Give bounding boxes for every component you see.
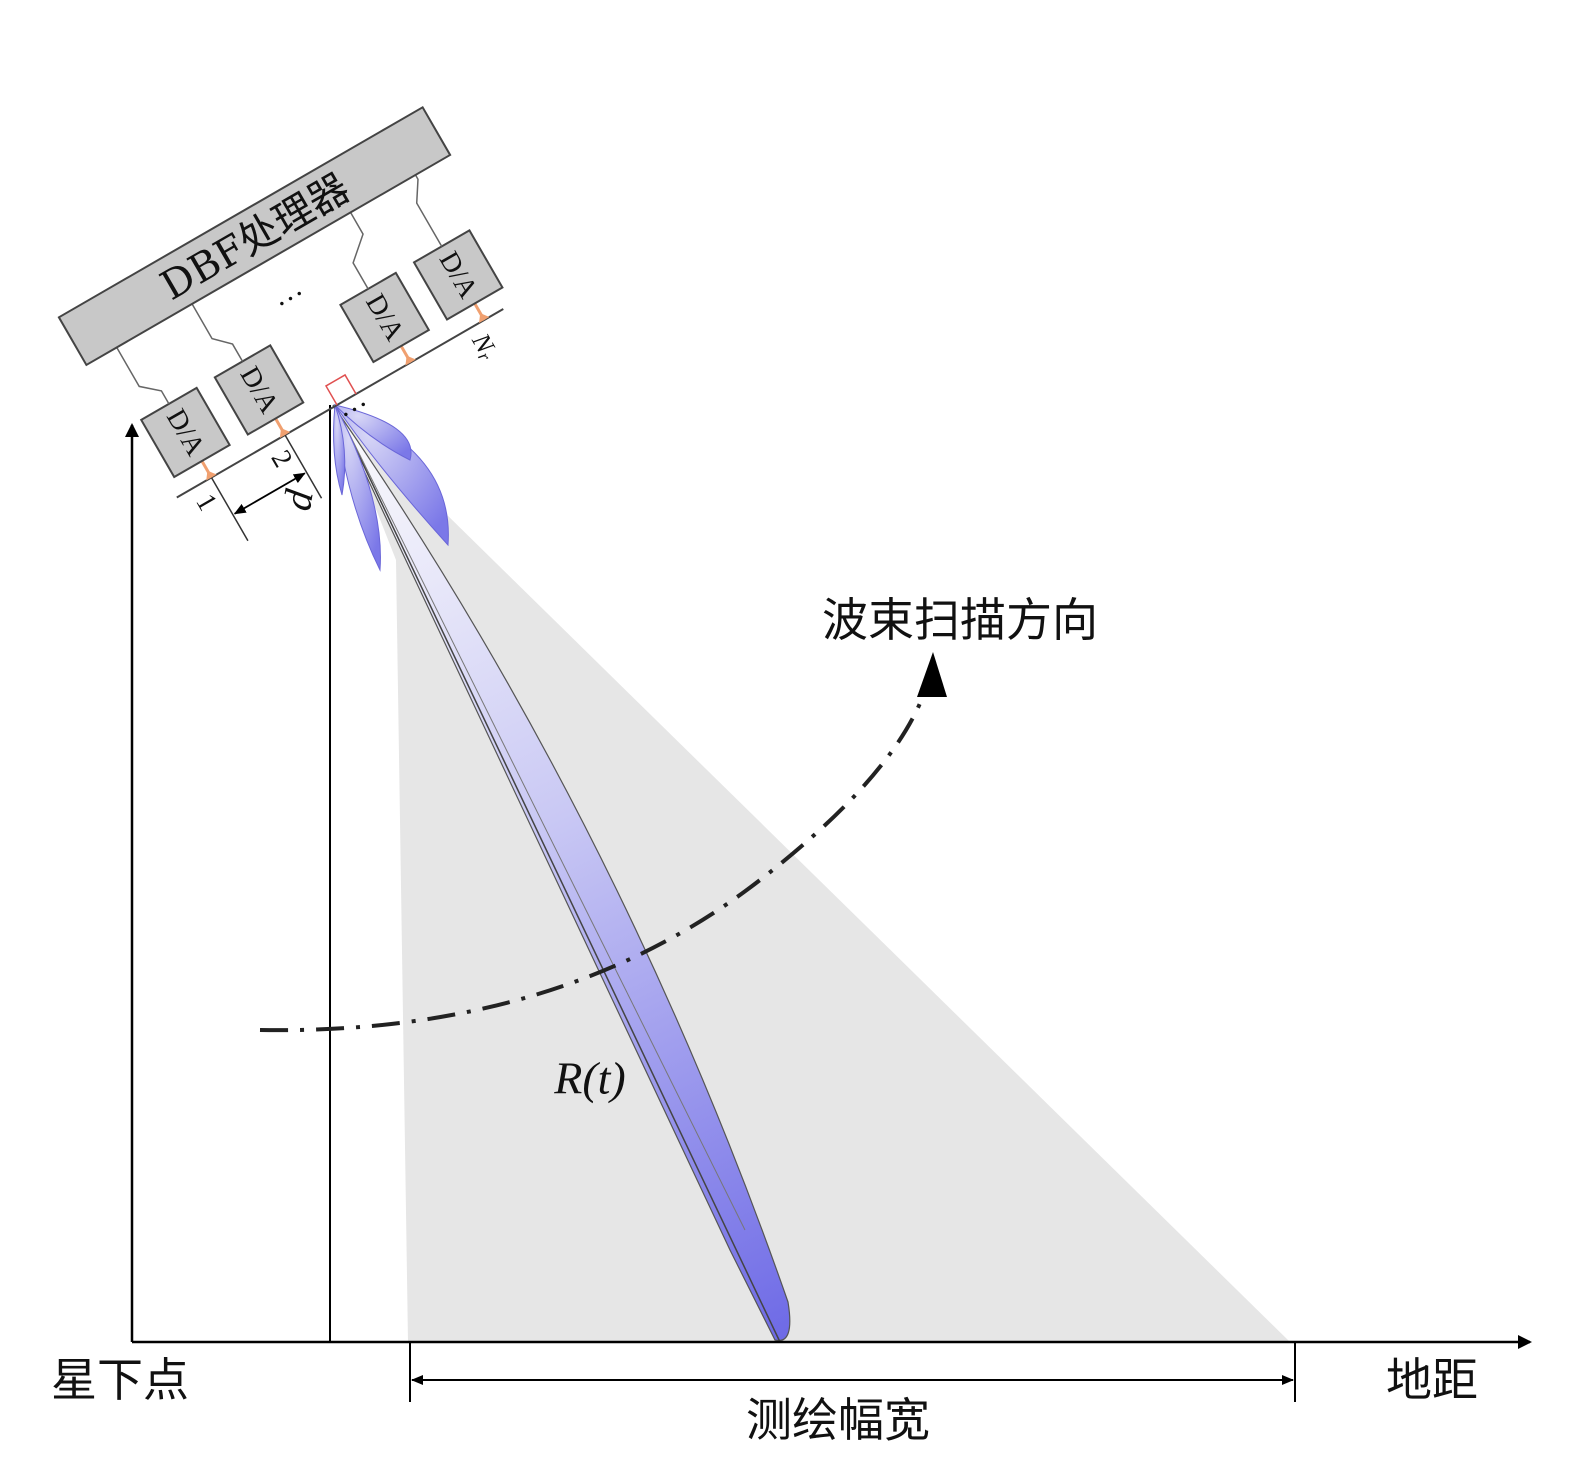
wire-nr <box>414 174 443 247</box>
element-label-1: 1 <box>189 489 223 517</box>
wire-1 <box>116 347 170 405</box>
swath-width-label: 测绘幅宽 <box>746 1393 930 1447</box>
side-lobe <box>333 404 412 461</box>
feed-3 <box>399 344 416 366</box>
da-module-nr: D/A <box>412 229 504 321</box>
range-label: R(t) <box>553 1053 626 1104</box>
beam-edge-line <box>334 404 746 1231</box>
wire-3 <box>349 212 369 290</box>
da-module-3: D/A <box>339 271 431 364</box>
da-module-2: D/A <box>213 344 305 436</box>
scan-direction-label: 波束扫描方向 <box>822 593 1098 647</box>
wire-2 <box>191 303 244 362</box>
ground-range-label: 地距 <box>1386 1353 1478 1407</box>
spacing-dimension-line <box>233 472 306 515</box>
spacing-tick-right <box>284 434 323 499</box>
spacing-label: d <box>274 485 322 513</box>
nadir-label: 星下点 <box>51 1353 189 1407</box>
main-beam <box>332 404 791 1342</box>
dbf-processor-label: DBF处理器 <box>153 165 357 309</box>
coverage-area <box>335 405 1290 1342</box>
beam-center-line <box>334 404 781 1343</box>
module-ellipsis: ··· <box>270 277 312 321</box>
feed-nr <box>472 301 490 323</box>
right-angle-marker <box>324 373 357 406</box>
element-label-2: 2 <box>265 445 299 473</box>
da-module-1: D/A <box>139 386 232 479</box>
antenna-array-line <box>176 308 504 499</box>
feed-1 <box>200 459 217 481</box>
scan-direction-arc <box>259 664 934 1033</box>
scan-direction-arrowhead <box>917 652 947 697</box>
spacing-tick-left <box>210 477 249 542</box>
side-lobe <box>333 404 346 496</box>
element-label-nr: Nr <box>465 327 505 365</box>
feed-2 <box>273 416 291 438</box>
